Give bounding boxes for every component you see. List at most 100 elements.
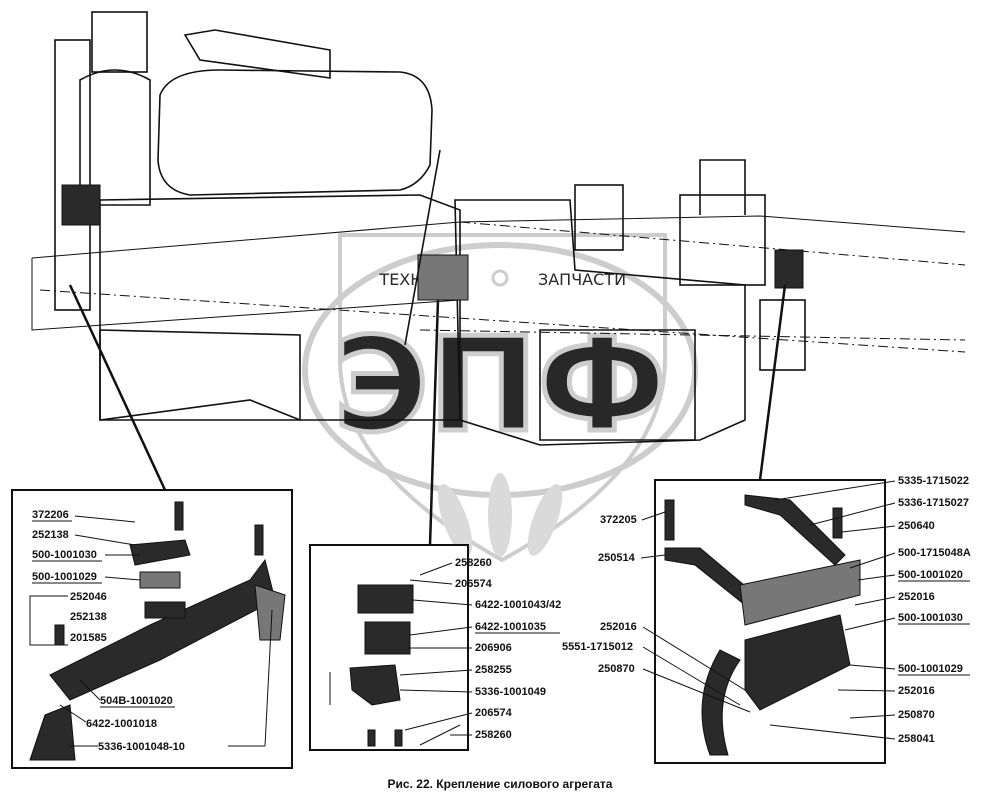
- rear-cushion-block: [744, 614, 851, 711]
- leader-mid-5: [399, 669, 473, 676]
- leader-mid-3: [409, 626, 473, 636]
- frame-dashline-2: [419, 329, 966, 341]
- leader-left-7: [79, 679, 101, 701]
- watermark-shield: [338, 233, 667, 563]
- label-mid-8: 258260: [475, 729, 512, 741]
- label-left-9: 5336-1001048-10: [98, 741, 185, 753]
- label-mid-7: 206574: [475, 707, 513, 719]
- panel-right: 5335-1715022 5336-1715027 372205 250640 …: [562, 475, 971, 764]
- label-right-12: 500-1001029: [898, 663, 963, 675]
- leader-right-0: [774, 480, 896, 501]
- label-mid-4: 206906: [475, 642, 512, 654]
- bracket-left: [29, 595, 68, 646]
- gearbox: [454, 199, 746, 446]
- leader-right-7: [854, 596, 896, 606]
- cushion-upper: [139, 571, 181, 589]
- watermark-gear-icon: [491, 269, 509, 287]
- label-right-11: 250870: [598, 663, 635, 675]
- intake-pipe: [183, 29, 331, 79]
- leader-right-1: [809, 502, 896, 526]
- label-left-2: 500-1001030: [32, 549, 97, 561]
- leader-right-4: [640, 554, 666, 559]
- leader-right-2: [641, 511, 666, 521]
- label-right-8: 252016: [600, 621, 637, 633]
- dipstick-tube: [404, 149, 441, 346]
- front-bracket: [29, 704, 76, 761]
- leader-left-9c: [264, 609, 273, 747]
- centerline: [39, 289, 966, 353]
- figure-caption: Рис. 22. Крепление силового агрегата: [388, 777, 613, 791]
- middle-cushion: [417, 254, 469, 301]
- fan-housing: [79, 69, 151, 206]
- leader-mid-0: [419, 562, 453, 576]
- label-right-13: 252016: [898, 685, 935, 697]
- label-mid-6: 5336-1001049: [475, 686, 546, 698]
- label-mid-3: 6422-1001035: [475, 621, 546, 633]
- label-left-0: 372206: [32, 509, 69, 521]
- leader-right-5: [849, 552, 896, 569]
- label-mid-2: 6422-1001043/42: [475, 599, 561, 611]
- leader-right-11: [642, 668, 751, 713]
- middle-cushion-upper: [357, 584, 414, 614]
- label-left-3: 500-1001029: [32, 571, 97, 583]
- rear-bolt-b: [832, 507, 843, 539]
- leader-left-8: [59, 704, 87, 723]
- label-right-4: 250514: [598, 552, 636, 564]
- label-right-2: 372205: [600, 514, 637, 526]
- label-right-5: 500-1715048А: [898, 547, 971, 559]
- leader-right-8: [642, 626, 746, 691]
- label-right-0: 5335-1715022: [898, 475, 969, 487]
- leader-right: [758, 284, 787, 481]
- power-unit-assembly: [31, 11, 966, 546]
- leader-right-6: [857, 574, 896, 581]
- gearbox-sump: [539, 329, 696, 441]
- middle-cushion-lower: [364, 621, 411, 655]
- label-right-14: 250870: [898, 709, 935, 721]
- panel-left: 372206 252138 500-1001030 500-1001029 25…: [11, 489, 293, 769]
- leader-left-3: [104, 576, 141, 581]
- leader-right-3: [841, 525, 896, 533]
- leader-right-14: [849, 714, 896, 719]
- label-right-9: 500-1001030: [898, 612, 963, 624]
- label-mid-1: 206574: [455, 578, 493, 590]
- leader-left-0: [74, 515, 136, 523]
- label-left-6: 201585: [70, 632, 107, 644]
- watermark-letters: ЭПФ: [333, 309, 666, 461]
- watermark-right-word: ЗАПЧАСТИ: [538, 270, 626, 289]
- leader-left: [68, 284, 167, 491]
- leader-mid-6: [399, 689, 473, 693]
- bolt-a: [54, 624, 65, 646]
- middle-bolt-b: [394, 729, 403, 747]
- leader-left-1: [74, 534, 136, 546]
- leader-right-9: [844, 617, 896, 631]
- label-left-5: 252138: [70, 611, 107, 623]
- rear-crossmember: [699, 159, 746, 215]
- leader-right-15: [769, 724, 896, 740]
- label-right-10: 5551-1715012: [562, 641, 633, 653]
- panel-middle: 258260 206574 6422-1001043/42 6422-10010…: [309, 544, 561, 751]
- label-mid-5: 258255: [475, 664, 512, 676]
- radiator: [54, 39, 91, 311]
- frame-rail-upper: [31, 215, 966, 259]
- label-right-7: 252016: [898, 591, 935, 603]
- arm-plate: [254, 584, 286, 641]
- clamp-upper: [129, 539, 191, 566]
- frame-rail-left: [31, 258, 461, 331]
- panel-right-frame: [654, 479, 886, 764]
- leader-right-10: [642, 646, 741, 706]
- label-left-8: 6422-1001018: [86, 718, 157, 730]
- label-left-4: 252046: [70, 591, 107, 603]
- rear-cushion: [774, 249, 804, 289]
- rear-cushion-strip: [739, 559, 861, 626]
- engine-valve-cover: [157, 69, 433, 196]
- watermark-wheat-icon: [437, 473, 563, 557]
- leader-mid-7: [404, 712, 473, 731]
- front-cushion: [61, 184, 101, 226]
- label-mid-0: 258260: [455, 557, 492, 569]
- leader-right-13: [837, 689, 896, 692]
- watermark: ТЕХНИКА ЗАПЧАСТИ ЭПФ: [302, 233, 698, 563]
- label-right-15: 258041: [898, 733, 935, 745]
- cushion-lower: [144, 601, 186, 619]
- middle-bolt-a: [367, 729, 376, 747]
